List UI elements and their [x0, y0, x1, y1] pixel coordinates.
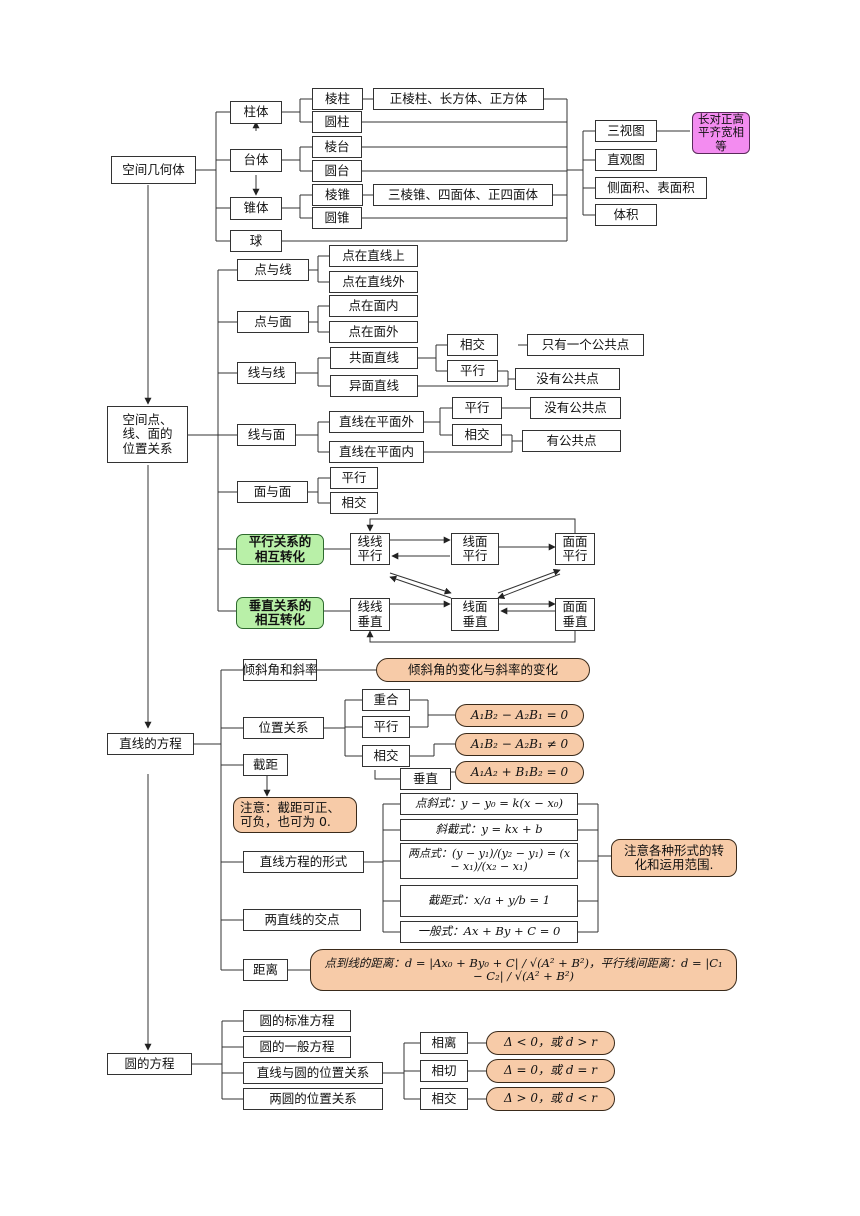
position-relation-node: 位置关系 — [243, 717, 324, 739]
intercept-node: 截距 — [243, 754, 288, 776]
yuantai-node: 圆台 — [312, 160, 362, 182]
circle-general-node: 圆的一般方程 — [243, 1036, 351, 1058]
relations-root: 空间点、线、面的位置关系 — [107, 406, 188, 463]
parallel-transform-node: 平行关系的相互转化 — [236, 534, 324, 565]
intuitive-figure-node: 直观图 — [595, 149, 657, 171]
tangent-condition: Δ = 0，或 d = r — [486, 1059, 615, 1083]
three-views-rule-node: 长对正高平齐宽相等 — [692, 112, 750, 154]
lengzhui-node: 棱锥 — [312, 184, 363, 206]
intersect-condition: Δ > 0，或 d < r — [486, 1087, 615, 1111]
point-on-line-node: 点在直线上 — [329, 245, 418, 267]
pp-parallel-node: 平行 — [330, 467, 378, 489]
pyramid-types-node: 三棱锥、四面体、正四面体 — [373, 184, 553, 206]
lp-parallel-node: 平行 — [452, 397, 502, 419]
line-perpendicular-node: 垂直 — [400, 768, 451, 790]
lengtai-node: 棱台 — [312, 136, 362, 158]
lp-has-common-node: 有公共点 — [522, 430, 621, 452]
intersection-node: 两直线的交点 — [243, 909, 361, 931]
circle-standard-node: 圆的标准方程 — [243, 1010, 351, 1032]
intersect-condition-formula: A₁B₂ − A₂B₁ ≠ 0 — [455, 733, 584, 756]
ll-perp-transform-node: 线线垂直 — [350, 598, 390, 631]
line-inside-plane-node: 直线在平面内 — [329, 441, 424, 463]
spatial-geometry-root: 空间几何体 — [111, 156, 196, 184]
circle-circle-relation-node: 两圆的位置关系 — [243, 1088, 383, 1110]
equation-forms-node: 直线方程的形式 — [243, 851, 364, 873]
frustum-node: 台体 — [230, 149, 282, 172]
inclination-note-node: 倾斜角的变化与斜率的变化 — [376, 658, 590, 682]
coplanar-lines-node: 共面直线 — [330, 347, 418, 369]
sphere-node: 球 — [230, 230, 282, 252]
perpendicular-condition-formula: A₁A₂ + B₁B₂ = 0 — [455, 761, 584, 784]
tangent-node: 相切 — [420, 1060, 468, 1082]
separate-condition: Δ < 0，或 d > r — [486, 1031, 615, 1055]
line-parallel-node: 平行 — [362, 716, 410, 738]
lpl-perp-transform-node: 线面垂直 — [451, 598, 499, 631]
forms-note-node: 注意各种形式的转化和运用范围. — [611, 839, 737, 877]
separate-node: 相离 — [420, 1032, 468, 1054]
lengzhu-node: 棱柱 — [312, 88, 363, 110]
line-line-node: 线与线 — [237, 362, 296, 384]
line-intersect-node: 相交 — [362, 745, 410, 767]
no-common-point-node: 没有公共点 — [515, 368, 620, 390]
prism-node: 柱体 — [230, 101, 282, 124]
point-plane-node: 点与面 — [237, 311, 309, 333]
yuanzhui-node: 圆锥 — [312, 207, 362, 229]
two-point-form: 两点式：(y − y₁)/(y₂ − y₁) = (x − x₁)/(x₂ − … — [400, 843, 578, 879]
pp-perp-transform-node: 面面垂直 — [555, 598, 595, 631]
ll-parallel-node: 平行 — [447, 360, 498, 382]
prism-types-node: 正棱柱、长方体、正方体 — [373, 88, 544, 110]
perpendicular-transform-node: 垂直关系的相互转化 — [236, 597, 324, 629]
point-off-line-node: 点在直线外 — [329, 271, 418, 293]
line-outside-plane-node: 直线在平面外 — [329, 411, 424, 433]
lpl-parallel-transform-node: 线面平行 — [451, 533, 499, 565]
surface-area-node: 侧面积、表面积 — [595, 177, 707, 199]
pp-intersect-node: 相交 — [330, 492, 378, 514]
pp-parallel-transform-node: 面面平行 — [555, 533, 595, 565]
ll-intersect-node: 相交 — [447, 334, 498, 356]
one-common-point-node: 只有一个公共点 — [527, 334, 644, 356]
yuanzhu-node: 圆柱 — [312, 111, 362, 133]
distance-node: 距离 — [243, 959, 288, 981]
point-in-plane-node: 点在面内 — [329, 295, 418, 317]
line-equation-root: 直线的方程 — [107, 733, 194, 755]
three-views-node: 三视图 — [595, 120, 657, 142]
coincide-node: 重合 — [362, 689, 410, 711]
circle-equation-root: 圆的方程 — [107, 1053, 192, 1075]
line-plane-node: 线与面 — [237, 424, 296, 446]
circle-intersect-node: 相交 — [420, 1088, 468, 1110]
distance-formula-node: 点到线的距离：d = |Ax₀ + By₀ + C| / √(A² + B²)，… — [310, 949, 737, 991]
plane-plane-node: 面与面 — [237, 481, 308, 503]
volume-node: 体积 — [595, 204, 657, 226]
point-slope-form: 点斜式：y − y₀ = k(x − x₀) — [400, 793, 578, 815]
general-form: 一般式：Ax + By + C = 0 — [400, 921, 578, 943]
intercept-note-node: 注意：截距可正、可负，也可为 0. — [233, 797, 357, 833]
line-circle-relation-node: 直线与圆的位置关系 — [243, 1062, 383, 1084]
point-line-node: 点与线 — [237, 259, 309, 281]
pyramid-node: 锥体 — [230, 197, 282, 220]
inclination-node: 倾斜角和斜率 — [243, 659, 318, 681]
lp-intersect-node: 相交 — [452, 424, 502, 446]
slope-intercept-form: 斜截式：y = kx + b — [400, 819, 578, 841]
skew-lines-node: 异面直线 — [330, 375, 418, 397]
intercept-form: 截距式：x/a + y/b = 1 — [400, 885, 578, 917]
parallel-condition-formula: A₁B₂ − A₂B₁ = 0 — [455, 704, 584, 727]
point-off-plane-node: 点在面外 — [329, 321, 418, 343]
ll-parallel-transform-node: 线线平行 — [350, 533, 390, 565]
lp-no-common-node: 没有公共点 — [530, 397, 621, 419]
